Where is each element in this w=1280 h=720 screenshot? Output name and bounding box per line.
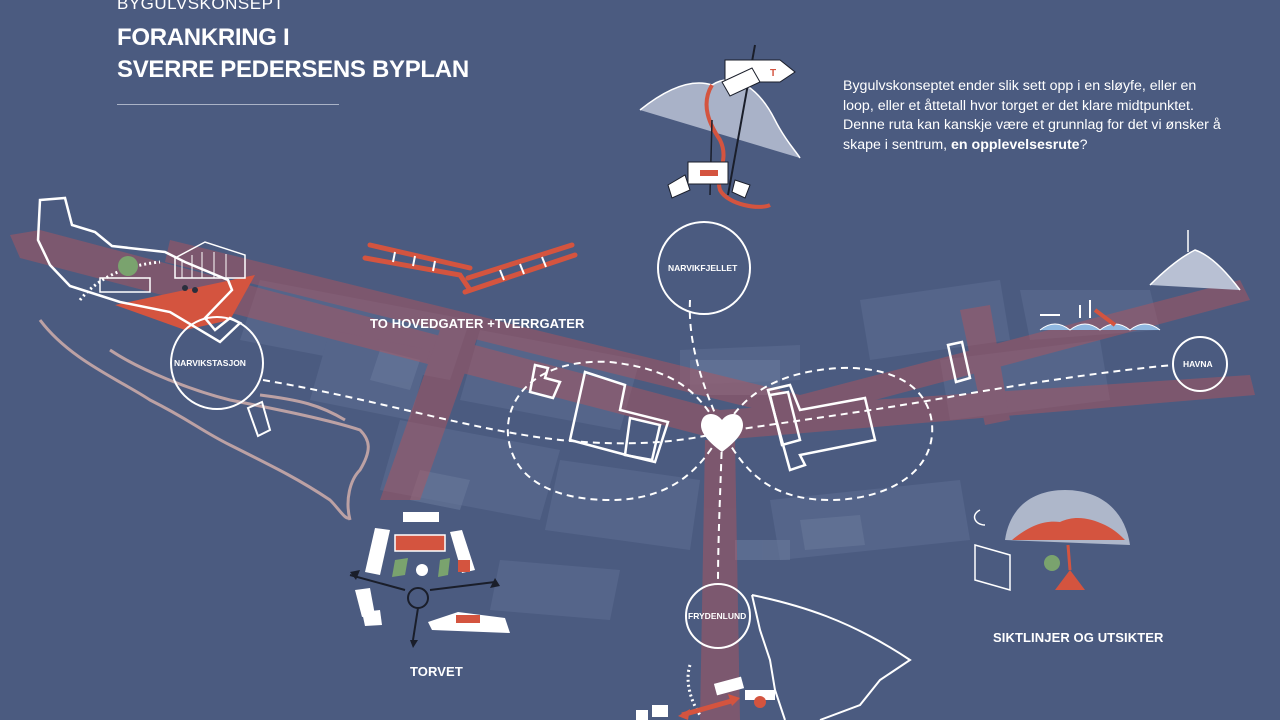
- node-circle-narvikstasjon: [170, 316, 264, 410]
- label-siktlinjer: SIKTLINJER OG UTSIKTER: [993, 630, 1164, 645]
- building-outlines-left: [528, 363, 670, 464]
- intro-end: ?: [1079, 136, 1088, 153]
- street-diagram-crossings: [392, 251, 547, 281]
- node-label-narvikfjellet: NARVIKFJELLET: [668, 263, 738, 273]
- node-circle-narvikfjellet: [657, 221, 751, 315]
- frydenlund-area: [686, 594, 912, 720]
- page-title: FORANKRING I SVERRE PEDERSENS BYPLAN: [117, 22, 469, 86]
- heart-icon: [700, 414, 744, 452]
- node-label-havna: HAVNA: [1183, 359, 1213, 369]
- title-line-1: FORANKRING I: [117, 24, 290, 51]
- street-diagram-icon: [362, 242, 578, 295]
- label-hovedgater: TO HOVEDGATER +TVERRGATER: [370, 316, 585, 331]
- viewpoint-icon: [973, 490, 1130, 591]
- building-outlines-right: [766, 340, 972, 472]
- intro-text: Bygulvskonseptet ender slik sett opp i e…: [843, 78, 1221, 153]
- signpost-icon: T: [639, 44, 801, 209]
- section-kicker: BYGULVSKONSEPT: [117, 0, 285, 13]
- harbour-icon: [1039, 230, 1241, 331]
- intro-paragraph: Bygulvskonseptet ender slik sett opp i e…: [843, 77, 1223, 155]
- node-circle-havna: [1172, 336, 1228, 392]
- terrain-outline: [38, 319, 370, 521]
- node-circle-frydenlund: [685, 583, 751, 649]
- intro-emphasis: en opplevelsesrute: [951, 136, 1080, 153]
- node-label-frydenlund: FRYDENLUND: [688, 611, 747, 621]
- title-divider: [117, 104, 339, 105]
- square-diagram-icon: [349, 512, 510, 648]
- node-label-narvikstasjon: NARVIKSTASJON: [174, 358, 246, 368]
- title-line-2: SVERRE PEDERSENS BYPLAN: [117, 56, 469, 83]
- map-blocks-light: [370, 350, 865, 560]
- label-torvet: TORVET: [410, 664, 463, 679]
- station-building-icon: [246, 400, 272, 438]
- frydenlund-buildings: [636, 676, 775, 720]
- svg-text:T: T: [770, 68, 776, 79]
